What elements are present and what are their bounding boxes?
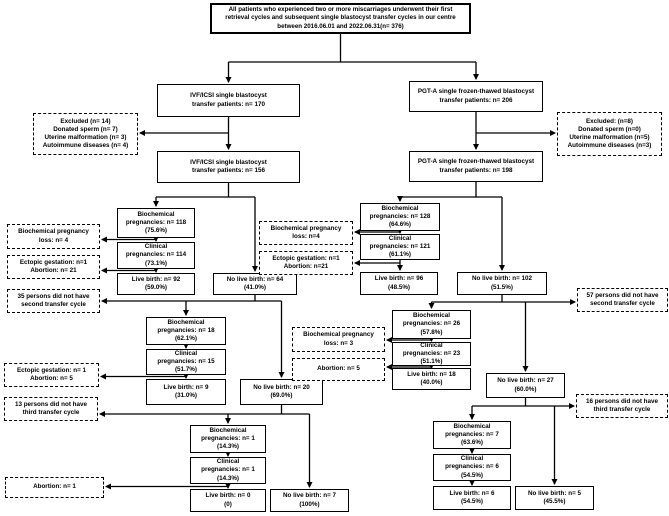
box-clinical-1st-ivf: Clinical pregnancies: n= 114 (73.1%) (117, 242, 195, 269)
box-pgta-transfer-206: PGT-A single frozen-thawed blastocyst tr… (409, 81, 543, 112)
callout-biochem-loss-2nd-pgta: Biochemical pregnancy loss: n= 3 (292, 327, 385, 352)
box-biochemical-2nd-ivf: Biochemical pregnancies: n= 18 (62.1%) (146, 317, 226, 345)
callout-biochem-loss-1st-pgta: Biochemical pregnancy loss: n=4 (259, 221, 353, 245)
box-ivf-transfer-170: IVF/ICSI single blastocyst transfer pati… (157, 84, 300, 117)
callout-excluded-pgta: Excluded: (n=8) Donated sperm (n=0) Uter… (557, 112, 662, 156)
callout-no-second-cycle-pgta: 57 persons did not have second transfer … (577, 288, 668, 312)
box-livebirth-3rd-pgta: Live birth: n= 6 (54.5%) (433, 486, 511, 510)
box-biochemical-3rd-ivf: Biochemical pregnancies: n= 1 (14.3%) (190, 425, 266, 453)
box-clinical-3rd-pgta: Clinical pregnancies: n= 6 (54.5%) (433, 454, 511, 481)
callout-ectopic-abortion-1st-ivf: Ectopic gestation: n=1 Abortion: n= 21 (7, 255, 100, 279)
box-livebirth-1st-ivf: Live birth: n= 92 (59.0%) (117, 273, 195, 295)
box-livebirth-2nd-ivf: Live birth: n= 9 (31.0%) (146, 379, 226, 405)
box-nolivebirth-3rd-pgta: No live birth: n= 5 (45.5%) (515, 486, 594, 510)
box-clinical-3rd-ivf: Clinical pregnancies: n= 1 (14.3%) (190, 457, 266, 484)
callout-ectopic-abortion-2nd-ivf: Ectopic gestation: n= 1 Abortion: n= 5 (4, 363, 99, 387)
box-nolivebirth-3rd-ivf: No live birth: n= 7 (100%) (270, 489, 349, 512)
callout-no-third-cycle-pgta: 16 persons did not have third transfer c… (576, 394, 668, 418)
box-clinical-1st-pgta: Clinical pregnancies: n= 121 (61.1%) (360, 234, 440, 260)
callout-abortion-2nd-pgta: Abortion: n= 5 (292, 358, 385, 381)
box-pgta-transfer-198: PGT-A single frozen-thawed blastocyst tr… (409, 151, 543, 182)
box-livebirth-2nd-pgta: Live birth: n= 18 (40.0%) (392, 368, 471, 390)
callout-abortion-3rd-ivf: Abortion: n= 1 (5, 477, 104, 498)
box-biochemical-1st-pgta: Biochemical pregnancies: n= 128 (64.6%) (360, 203, 440, 231)
box-nolivebirth-1st-ivf: No live birth: n= 64 (41.0%) (213, 273, 297, 295)
callout-no-third-cycle-ivf: 13 persons did not have third transfer c… (4, 397, 98, 421)
box-livebirth-3rd-ivf: Live birth: n= 0 (0) (190, 489, 266, 512)
callout-excluded-ivf: Excluded (n= 14) Donated sperm (n= 7) Ut… (33, 113, 138, 155)
box-nolivebirth-2nd-ivf: No live birth: n= 20 (69.0%) (240, 379, 323, 405)
box-biochemical-1st-ivf: Biochemical pregnancies: n= 118 (75.6%) (117, 208, 195, 238)
box-nolivebirth-2nd-pgta: No live birth: n= 27 (60.0%) (486, 373, 565, 398)
box-clinical-2nd-ivf: Clinical pregnancies: n= 15 (51.7%) (146, 349, 226, 375)
callout-ectopic-abortion-1st-pgta: Ectopic gestation: n=1 Abortion: n=21 (259, 251, 353, 275)
box-nolivebirth-1st-pgta: No live birth: n= 102 (51.5%) (457, 272, 547, 295)
box-clinical-2nd-pgta: Clinical pregnancies: n= 23 (51.1%) (392, 342, 471, 366)
callout-no-second-cycle-ivf: 35 persons did not have second transfer … (7, 289, 100, 313)
box-biochemical-3rd-pgta: Biochemical pregnancies: n= 7 (63.6%) (433, 421, 511, 449)
box-ivf-transfer-156: IVF/ICSI single blastocyst transfer pati… (157, 151, 300, 183)
box-biochemical-2nd-pgta: Biochemical pregnancies: n= 26 (57.8%) (392, 310, 471, 339)
box-all-patients: All patients who experienced two or more… (210, 3, 471, 34)
box-livebirth-1st-pgta: Live birth: n= 96 (48.5%) (360, 272, 438, 295)
callout-biochem-loss-1st-ivf: Biochemical pregnancy loss: n= 4 (7, 224, 100, 249)
